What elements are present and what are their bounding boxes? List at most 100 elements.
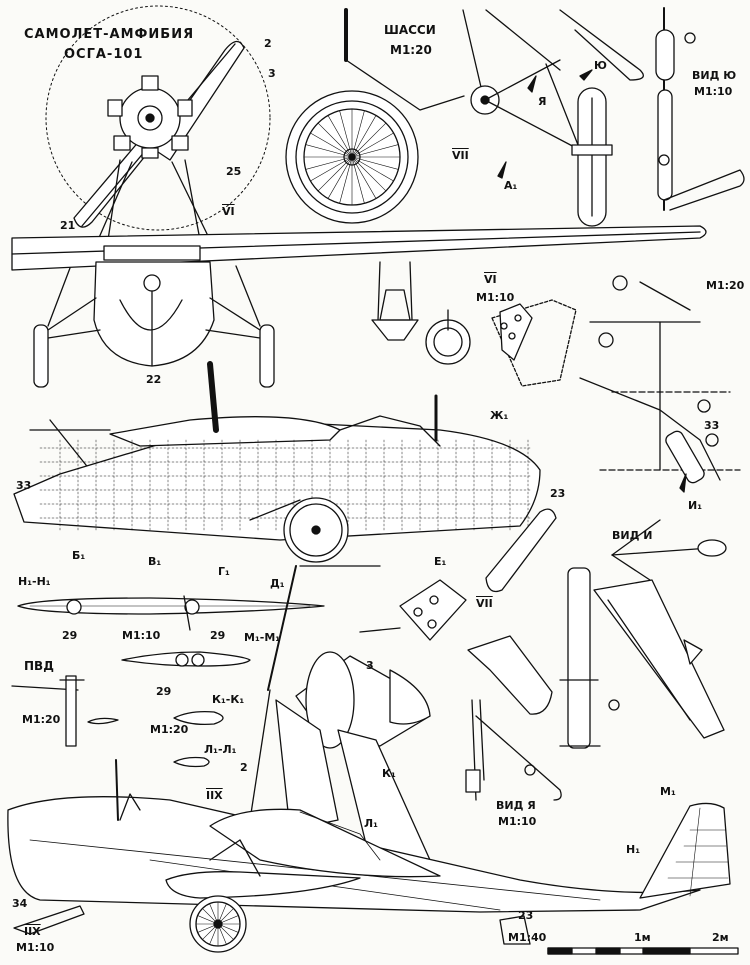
wheel-spoke: [351, 132, 394, 158]
station-yu: Ю: [594, 59, 607, 72]
wheel-spoke: [327, 115, 353, 158]
side-view: [13, 361, 541, 567]
callout-2-main: 2: [240, 761, 248, 774]
section-ll: [173, 756, 210, 768]
callout-34: 34: [12, 897, 28, 910]
wheel-spoke: [351, 156, 399, 170]
wheel-spoke: [351, 144, 399, 158]
vi-detail: [425, 299, 577, 387]
station-n: Н₁: [626, 843, 641, 856]
station-l: Л₁: [364, 817, 378, 830]
station-i: И₁: [688, 499, 703, 512]
drawing-title-line1: САМОЛЕТ-АМФИБИЯ: [24, 27, 195, 42]
chassis-side-view: [462, 9, 644, 227]
section-kk-label: К₁-К₁: [212, 693, 245, 706]
main-view: [7, 565, 731, 953]
chassis-title: ШАССИ: [384, 23, 436, 37]
ix-mark: IIX: [206, 789, 223, 802]
callout-23-bottom: 23: [518, 909, 534, 922]
wheel-spoke: [202, 923, 219, 940]
wheel-spoke: [217, 923, 239, 933]
wheel-spoke: [209, 923, 219, 945]
vid-ya-label: ВИД Я: [496, 799, 536, 812]
wheel-spoke: [217, 915, 239, 925]
callout-29-b: 29: [210, 629, 226, 642]
section-mm: [121, 651, 251, 667]
main-scale: М1:40: [508, 931, 547, 944]
shock-strut: [559, 567, 725, 749]
chassis-scale: М1:20: [390, 43, 432, 57]
wheel-spoke: [351, 115, 377, 158]
callout-3-top: 3: [268, 67, 276, 80]
wheel-spoke: [327, 156, 353, 199]
wheel-spoke: [351, 122, 387, 158]
vid-yu-label: ВИД Ю: [692, 69, 737, 82]
station-b: Б₁: [72, 549, 86, 562]
vi-detail-label: VI: [484, 273, 497, 286]
station-e: Е₁: [434, 555, 447, 568]
wheel-spoke: [217, 908, 234, 925]
section-vii-mark: VII: [452, 149, 469, 162]
callout-22: 22: [146, 373, 162, 386]
wheel-spoke: [310, 156, 353, 182]
front-view: [11, 5, 707, 388]
callout-23-top: 23: [550, 487, 566, 500]
wheel-spoke: [305, 144, 353, 158]
wheel-spoke: [317, 156, 353, 192]
section-vi-mark: VI: [222, 205, 235, 218]
chassis-view: [285, 8, 465, 224]
scale-bar-2m: 2м: [712, 931, 729, 944]
station-a: А₁: [504, 179, 518, 192]
callout-33-left: 33: [16, 479, 32, 492]
wheel-spoke: [202, 908, 219, 925]
wheel-spoke: [310, 132, 353, 158]
section-nn: [17, 595, 325, 631]
station-m: М₁: [660, 785, 676, 798]
strut-assembly: [579, 275, 741, 581]
callout-3-main: 3: [366, 659, 374, 672]
station-zh: Ж₁: [490, 409, 509, 422]
wheel-spoke: [217, 923, 234, 940]
callout-2-top: 2: [264, 37, 272, 50]
wheel-spoke: [217, 903, 227, 925]
section-kk-scale: М1:20: [150, 723, 189, 736]
station-g: Г₁: [218, 565, 230, 578]
station-k: К₁: [382, 767, 396, 780]
pvd-detail: [11, 675, 85, 747]
wheel-spoke: [351, 156, 394, 182]
vid-ya-scale: М1:10: [498, 815, 537, 828]
callout-29-a: 29: [62, 629, 78, 642]
section-ll-label: Л₁-Л₁: [204, 743, 237, 756]
detail-23: [359, 508, 557, 715]
ix-detail-scale: М1:10: [16, 941, 55, 954]
wheel-spoke: [209, 903, 219, 925]
scale-bar: [547, 947, 739, 955]
callout-21: 21: [60, 219, 76, 232]
vii-detail-label: VII: [476, 597, 493, 610]
section-mm-label: М₁-М₁: [244, 631, 281, 644]
vi-detail-scale: М1:10: [476, 291, 515, 304]
callout-33-right: 33: [704, 419, 720, 432]
wheel-spoke: [351, 156, 377, 199]
wheel-spoke: [351, 156, 365, 204]
wheel-spoke: [351, 110, 365, 158]
vid-yu-view: [655, 7, 745, 211]
vid-ya-view: [465, 699, 562, 801]
pvd-label: ПВД: [24, 659, 54, 673]
wheel-spoke: [351, 156, 387, 192]
vid-yu-scale: М1:10: [694, 85, 733, 98]
section-nn-label: Н₁-Н₁: [18, 575, 51, 588]
wheel-spoke: [217, 923, 227, 945]
station-v: В₁: [148, 555, 162, 568]
wheel-spoke: [197, 915, 219, 925]
wheel-spoke: [197, 923, 219, 933]
pvd-scale: М1:20: [22, 713, 61, 726]
ix-detail-label: IIX: [24, 925, 41, 938]
scale-bar-1m: 1м: [634, 931, 651, 944]
strut-scale: М1:20: [706, 279, 745, 292]
section-nn-scale: М1:10: [122, 629, 161, 642]
station-ya: Я: [538, 95, 547, 108]
section-kk: [87, 710, 224, 726]
drawing-title-line2: ОСГА-101: [64, 47, 144, 62]
